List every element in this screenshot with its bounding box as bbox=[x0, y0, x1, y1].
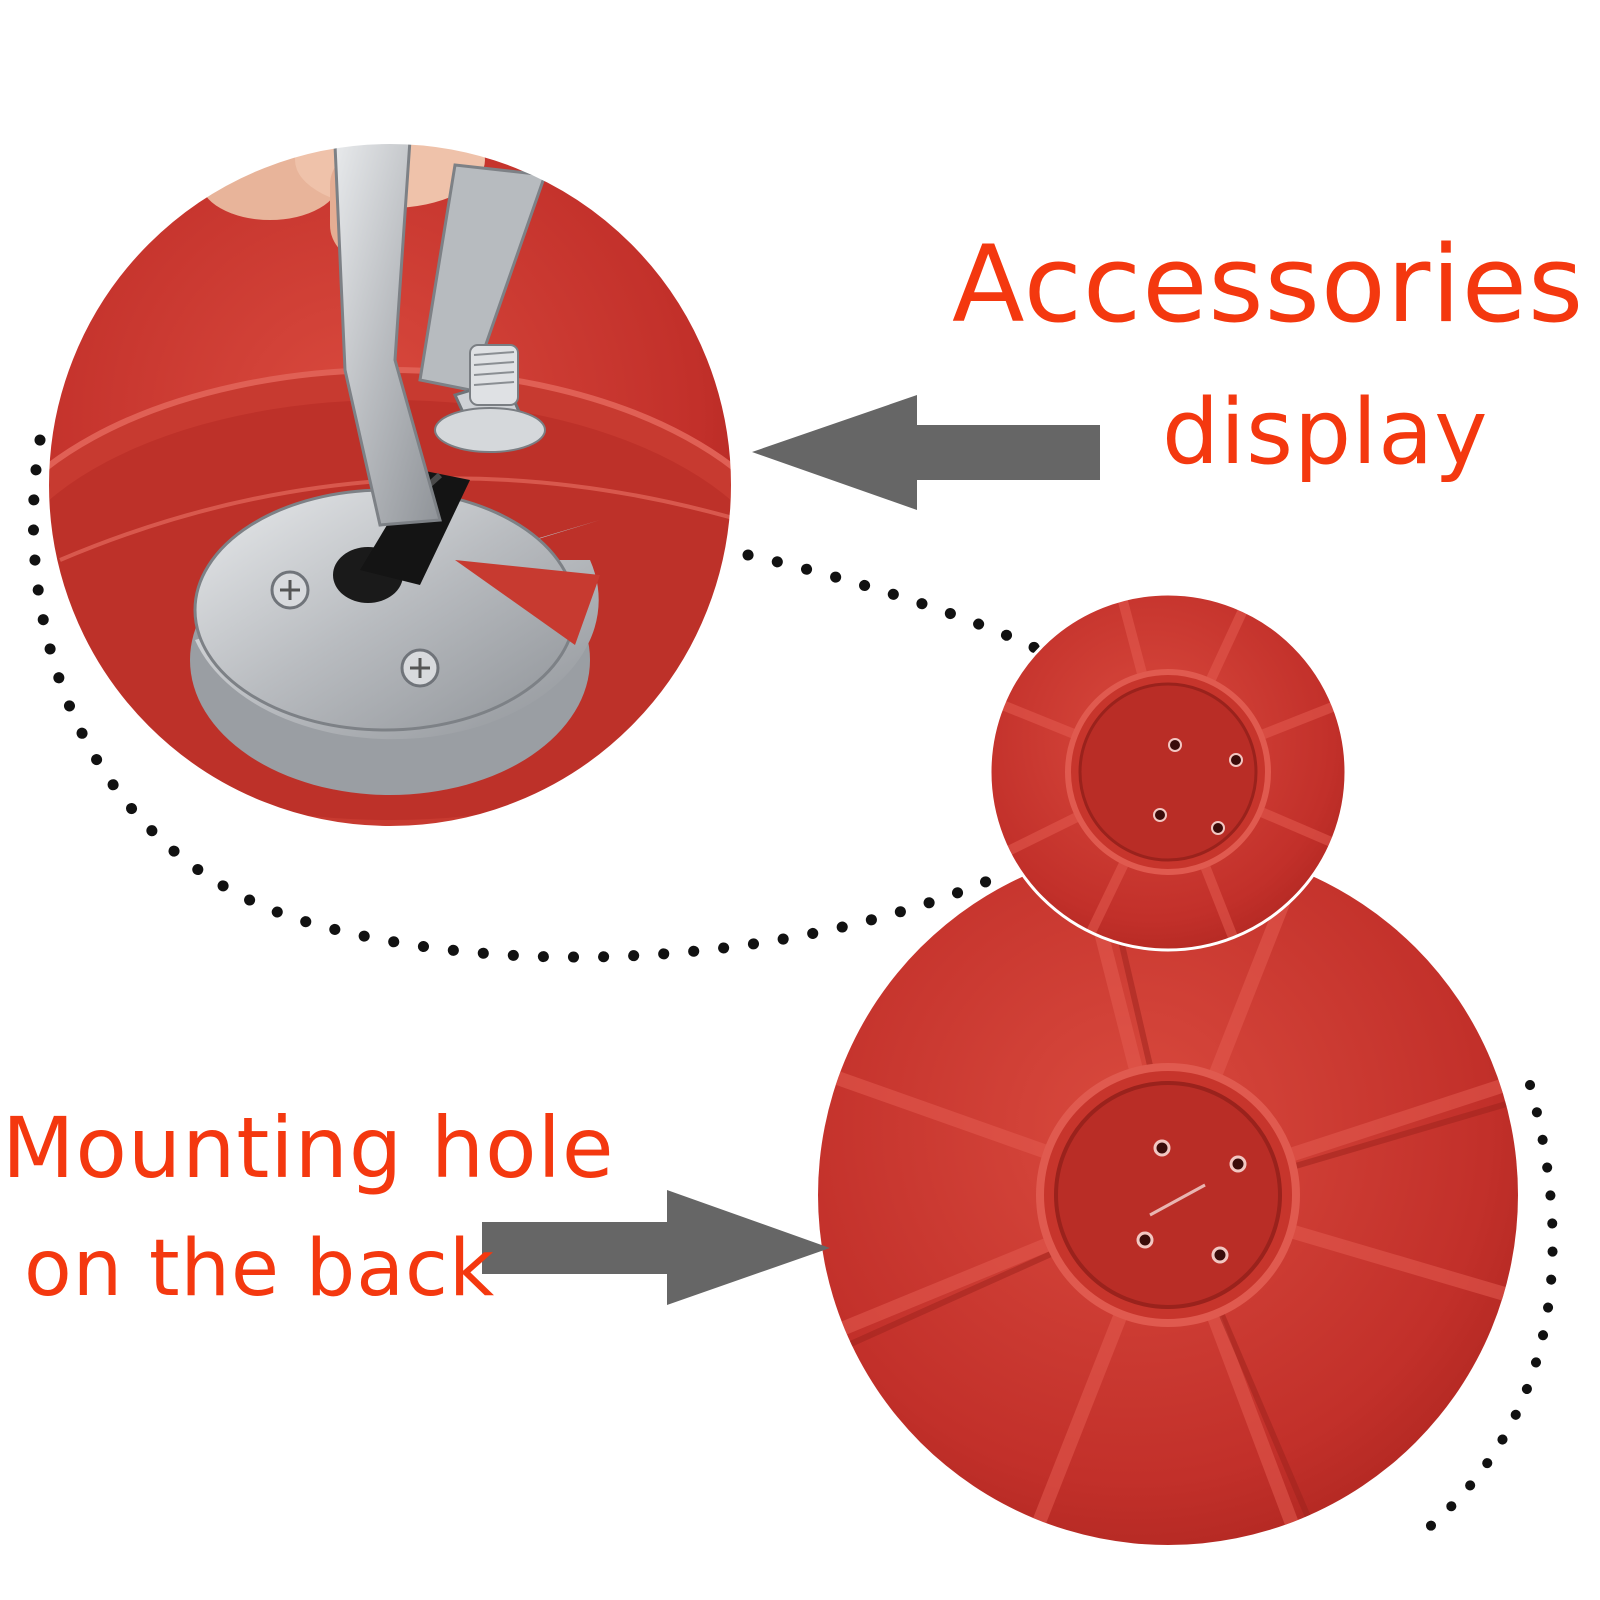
mounting-hole-icon bbox=[1229, 1155, 1247, 1173]
mounting-hole-icon bbox=[1211, 821, 1225, 835]
mounting-hole-zoom bbox=[990, 594, 1346, 950]
accessories-photo bbox=[48, 143, 732, 827]
caption-accessories-line2: display bbox=[1162, 380, 1489, 485]
caption-accessories-line1: Accessories bbox=[952, 223, 1585, 346]
caption-mounting-line1: Mounting hole bbox=[2, 1099, 615, 1197]
mounting-hole-icon bbox=[1153, 1139, 1171, 1157]
arrow-right-icon bbox=[482, 1190, 830, 1305]
dotted-connector-right bbox=[1415, 1080, 1558, 1540]
dotted-connector-top bbox=[742, 549, 1056, 661]
mounting-hole-icon bbox=[1211, 1246, 1229, 1264]
mounting-hole-icon bbox=[1168, 738, 1182, 752]
mounting-hole-icon bbox=[1153, 808, 1167, 822]
mirror-back-photo bbox=[818, 845, 1518, 1545]
arrow-left-icon bbox=[752, 395, 1100, 510]
dotted-connector-left bbox=[27, 434, 996, 963]
mounting-hole-icon bbox=[1229, 753, 1243, 767]
caption-mounting-line2: on the back bbox=[24, 1224, 496, 1314]
mounting-hole-icon bbox=[1136, 1231, 1154, 1249]
